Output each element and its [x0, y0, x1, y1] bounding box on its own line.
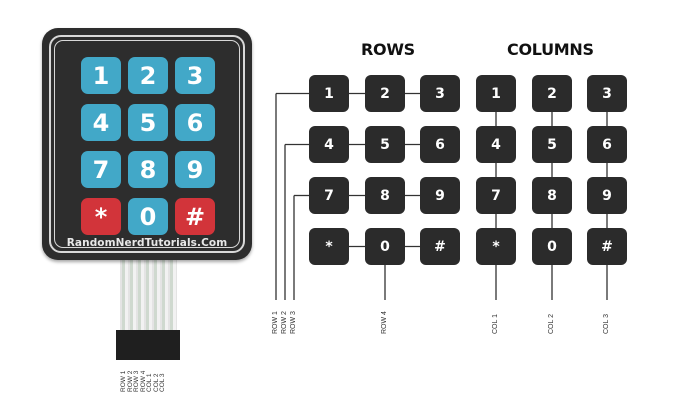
row-diagram-key: 6	[420, 126, 460, 163]
row-diagram-key: #	[420, 228, 460, 265]
column-diagram-key: 8	[532, 177, 572, 214]
rows-heading: ROWS	[361, 40, 415, 59]
column-diagram-key: 0	[532, 228, 572, 265]
row-diagram-key: 1	[309, 75, 349, 112]
keypad-key: 6	[175, 104, 215, 141]
keypad-key: 9	[175, 151, 215, 188]
column-diagram-key: 6	[587, 126, 627, 163]
keypad-border	[49, 35, 245, 253]
keypad-inner-border	[54, 40, 240, 248]
row-diagram-key: 9	[420, 177, 460, 214]
columns-heading: COLUMNS	[507, 40, 594, 59]
ribbon-connector	[116, 330, 180, 360]
column-diagram-key: 1	[476, 75, 516, 112]
row-diagram-key: 4	[309, 126, 349, 163]
brand-label: RandomNerdTutorials.Com	[66, 237, 228, 249]
keypad-key: 3	[175, 57, 215, 94]
keypad-key: 7	[81, 151, 121, 188]
keypad-key: 8	[128, 151, 168, 188]
row-diagram-key: *	[309, 228, 349, 265]
row-diagram-key: 8	[365, 177, 405, 214]
keypad-key: 0	[128, 198, 168, 235]
column-diagram-key: 9	[587, 177, 627, 214]
keypad-key: 1	[81, 57, 121, 94]
keypad-key: 5	[128, 104, 168, 141]
keypad-key: 4	[81, 104, 121, 141]
row-diagram-key: 3	[420, 75, 460, 112]
row-diagram-key: 2	[365, 75, 405, 112]
column-diagram-key: 5	[532, 126, 572, 163]
keypad-key: 2	[128, 57, 168, 94]
column-diagram-key: 4	[476, 126, 516, 163]
column-diagram-key: *	[476, 228, 516, 265]
row-diagram-key: 7	[309, 177, 349, 214]
ribbon-cable	[120, 258, 177, 332]
row-diagram-key: 5	[365, 126, 405, 163]
column-diagram-key: 2	[532, 75, 572, 112]
keypad-key: #	[175, 198, 215, 235]
column-diagram-key: 3	[587, 75, 627, 112]
keypad-key: *	[81, 198, 121, 235]
column-diagram-key: 7	[476, 177, 516, 214]
column-diagram-key: #	[587, 228, 627, 265]
row-diagram-key: 0	[365, 228, 405, 265]
